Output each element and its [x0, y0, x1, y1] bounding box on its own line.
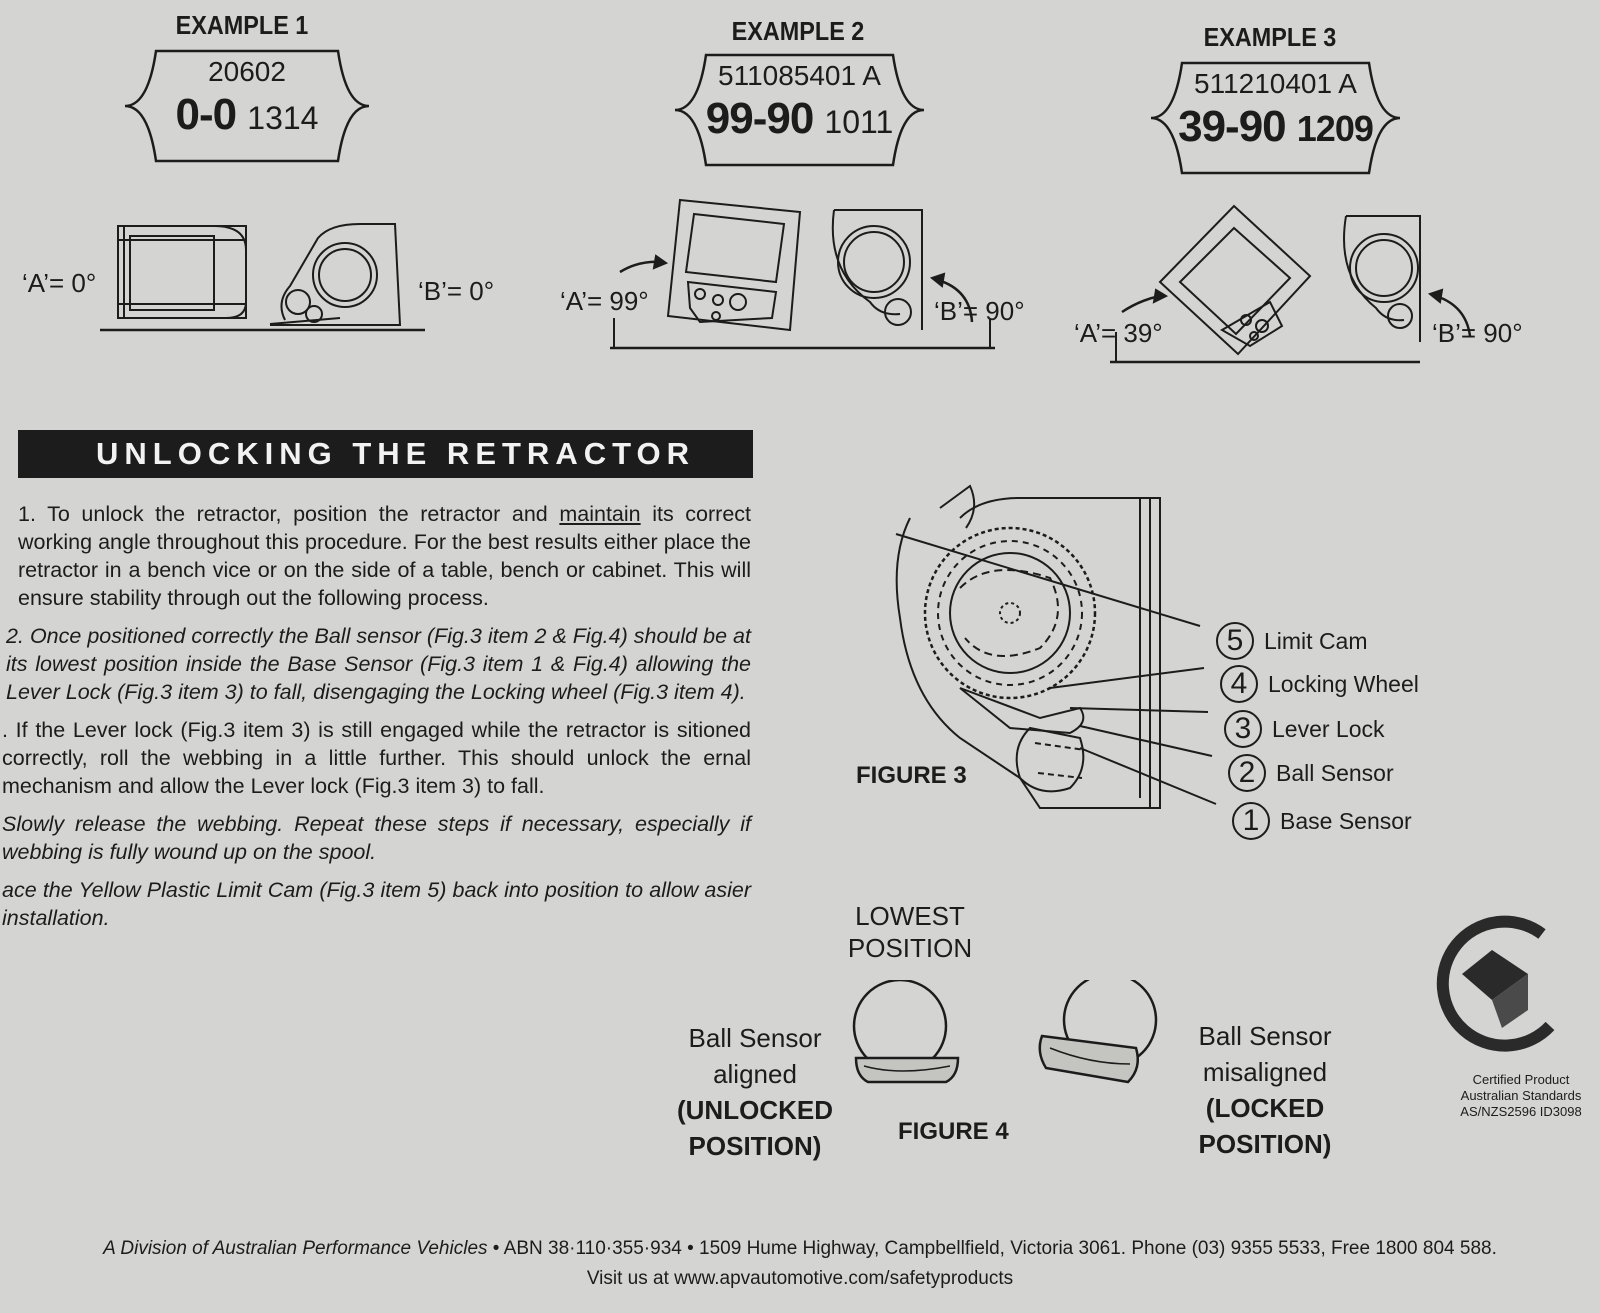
example-3-date-code: 1209 — [1296, 108, 1374, 149]
example-2-title: EXAMPLE 2 — [731, 16, 865, 46]
retractor-0deg-icon — [100, 223, 425, 332]
example-3-a-angle: ‘A’= 39° — [1074, 318, 1163, 348]
example-3-label: 511210401 A 39-90 1209 — [1148, 60, 1403, 176]
label-outline-icon — [674, 53, 925, 167]
callout-number-1: 1 — [1232, 802, 1270, 840]
step-2: 2. Once positioned correctly the Ball se… — [6, 624, 751, 704]
certification-text: Certified Product Australian Standards A… — [1460, 1072, 1582, 1119]
example-2-date-code: 1011 — [824, 104, 894, 140]
misaligned-description: Ball Sensor misaligned (LOCKED POSITION) — [1198, 1021, 1332, 1159]
callout-number-3: 3 — [1224, 710, 1262, 748]
callout-label-limit-cam: Limit Cam — [1264, 627, 1368, 654]
figure-3-mechanism-diagram — [895, 484, 1217, 809]
callout-label-lever-lock: Lever Lock — [1272, 715, 1385, 742]
callout-locking-wheel: 4 Locking Wheel — [1220, 665, 1419, 703]
retractor-angle-diagrams — [100, 198, 1472, 364]
example-2-a-angle: ‘A’= 99° — [560, 286, 649, 316]
example-3-b-angle: ‘B’= 90° — [1432, 318, 1523, 348]
label-outline-icon — [1150, 61, 1401, 175]
example-3-angle-code: 39-90 — [1178, 102, 1287, 151]
example-3-code: 511210401 A — [1194, 68, 1357, 99]
example-1-angle-code: 0-0 — [175, 90, 238, 139]
figure-4-ball-sensor-diagram — [852, 980, 1158, 1084]
callout-number-4: 4 — [1220, 665, 1258, 703]
label-outline-icon — [124, 49, 370, 163]
callout-number-5: 5 — [1216, 622, 1254, 660]
retractor-99deg-icon — [610, 198, 995, 350]
step-3: . If the Lever lock (Fig.3 item 3) is st… — [2, 718, 751, 798]
figure-3-caption: FIGURE 3 — [856, 762, 967, 789]
retractor-39deg-icon — [1110, 204, 1472, 364]
example-1-label: 20602 0-0 1314 — [122, 48, 372, 164]
instruction-steps: 1. To unlock the retractor, position the… — [0, 500, 755, 942]
ball-misaligned-icon — [1038, 980, 1158, 1084]
website-link[interactable]: www.apvautomotive.com/safetyproducts — [674, 1268, 1014, 1289]
emphasis-maintain: maintain — [559, 502, 641, 526]
example-2-angle-code: 99-90 — [705, 94, 815, 143]
example-2-b-angle: ‘B’= 90° — [934, 296, 1025, 326]
footer-website-line: Visit us at www.apvautomotive.com/safety… — [586, 1268, 1014, 1289]
callout-number-2: 2 — [1228, 754, 1266, 792]
callout-limit-cam: 5 Limit Cam — [1216, 622, 1368, 660]
example-3-title: EXAMPLE 3 — [1203, 22, 1337, 52]
step-4: Slowly release the webbing. Repeat these… — [2, 812, 751, 864]
example-2-label: 511085401 A 99-90 1011 — [672, 52, 927, 168]
example-1-a-angle: ‘A’= 0° — [22, 268, 97, 298]
example-1-date-code: 1314 — [247, 100, 319, 136]
certification-mark-icon — [1436, 915, 1555, 1052]
callout-label-base-sensor: Base Sensor — [1280, 807, 1412, 834]
example-1-code: 20602 — [208, 56, 286, 87]
aligned-description: Ball Sensor aligned (UNLOCKED POSITION) — [677, 1023, 833, 1161]
callout-label-locking-wheel: Locking Wheel — [1268, 670, 1419, 697]
callout-ball-sensor: 2 Ball Sensor — [1228, 754, 1394, 792]
callout-lever-lock: 3 Lever Lock — [1224, 710, 1385, 748]
ball-aligned-icon — [852, 980, 960, 1084]
figure-4-caption: FIGURE 4 — [898, 1118, 1009, 1145]
callout-base-sensor: 1 Base Sensor — [1232, 802, 1412, 840]
step-5: ace the Yellow Plastic Limit Cam (Fig.3 … — [2, 878, 751, 930]
step-1: 1. To unlock the retractor, position the… — [18, 502, 751, 610]
lowest-position-label: LOWEST POSITION — [847, 901, 973, 963]
example-1-b-angle: ‘B’= 0° — [418, 276, 495, 306]
section-title: UNLOCKING THE RETRACTOR — [18, 430, 753, 478]
callout-label-ball-sensor: Ball Sensor — [1276, 759, 1394, 786]
footer-company-line: A Division of Australian Performance Veh… — [103, 1238, 1497, 1259]
example-1-title: EXAMPLE 1 — [175, 10, 309, 40]
example-2-code: 511085401 A — [718, 60, 881, 91]
